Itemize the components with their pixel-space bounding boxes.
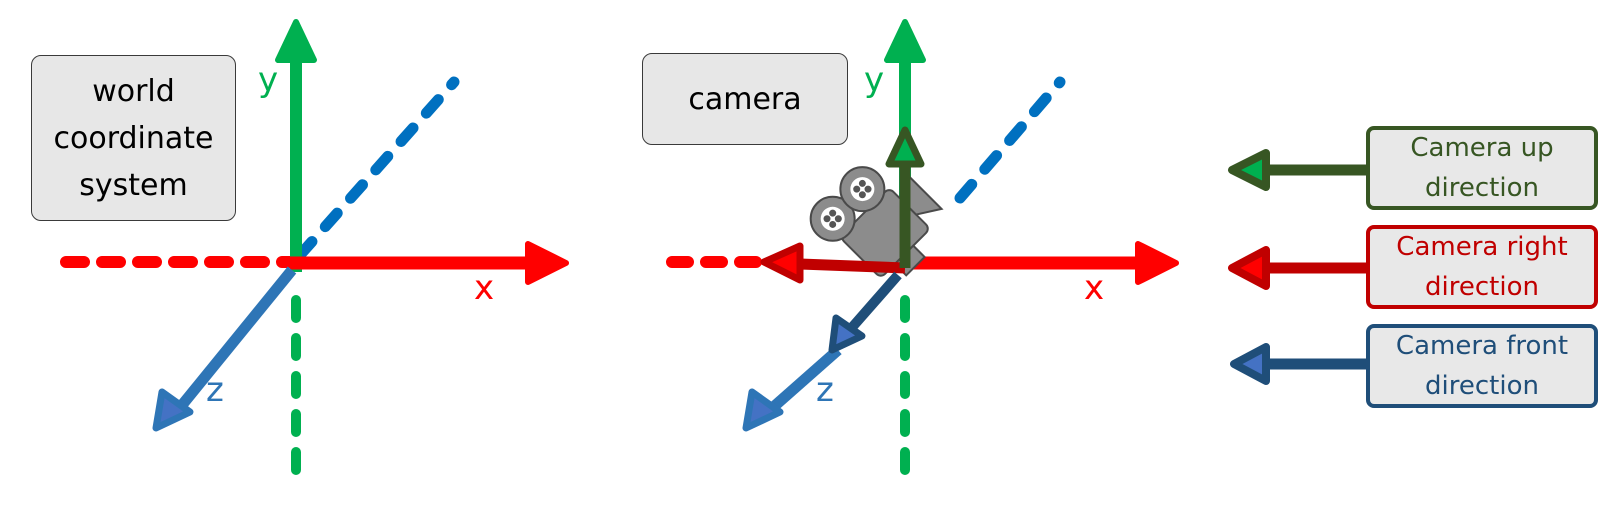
world-title-box: world coordinate system <box>31 55 236 221</box>
legend-front-arrowhead <box>1230 343 1270 385</box>
world-z-label: z <box>206 370 224 410</box>
legend-up-arrowhead <box>1228 149 1270 191</box>
camera-x-arrowhead <box>1135 241 1179 285</box>
legend-camera-up: Camera up direction <box>1366 126 1598 210</box>
camera-up-arrowhead <box>885 126 925 168</box>
camera-z-arrowhead <box>742 388 784 432</box>
legend-right-line-2: direction <box>1425 272 1539 302</box>
legend-front-line-2: direction <box>1425 371 1539 401</box>
legend-up-line-2: direction <box>1425 173 1539 203</box>
camera-title: camera <box>688 81 802 117</box>
world-z-arrowhead <box>152 388 194 432</box>
camera-y-label: y <box>864 60 885 100</box>
world-x-arrowhead <box>525 241 569 285</box>
camera-z-negative-dashed <box>954 76 1066 204</box>
legend-camera-right: Camera right direction <box>1366 225 1598 309</box>
camera-title-box: camera <box>642 53 848 145</box>
camera-z-axis <box>766 345 842 415</box>
world-title-line-1: world <box>92 73 175 109</box>
legend-camera-front: Camera front direction <box>1366 324 1598 408</box>
camera-right-arrowhead <box>760 242 804 284</box>
camera-y-arrowhead <box>884 19 926 63</box>
legend-right-arrowhead <box>1228 246 1270 290</box>
legend-arrows <box>1228 149 1366 385</box>
legend-right-line-1: Camera right <box>1396 232 1568 262</box>
camera-right-vector <box>799 258 906 274</box>
movie-camera-icon <box>809 166 944 277</box>
camera-front-arrowhead <box>828 314 866 354</box>
camera-direction-vectors <box>760 126 925 354</box>
world-y-label: y <box>258 60 279 100</box>
camera-z-label: z <box>816 370 834 410</box>
legend-front-line-1: Camera front <box>1395 331 1569 361</box>
world-y-arrowhead <box>275 19 317 63</box>
world-title-line-3: system <box>79 167 188 203</box>
camera-x-label: x <box>1084 268 1105 308</box>
world-z-axis <box>173 266 297 414</box>
world-z-negative-dashed <box>294 76 460 261</box>
camera-front-vector <box>844 271 902 336</box>
world-axes <box>60 19 569 495</box>
world-x-label: x <box>474 268 495 308</box>
world-title-line-2: coordinate <box>53 120 214 156</box>
legend-up-line-1: Camera up <box>1410 133 1554 163</box>
